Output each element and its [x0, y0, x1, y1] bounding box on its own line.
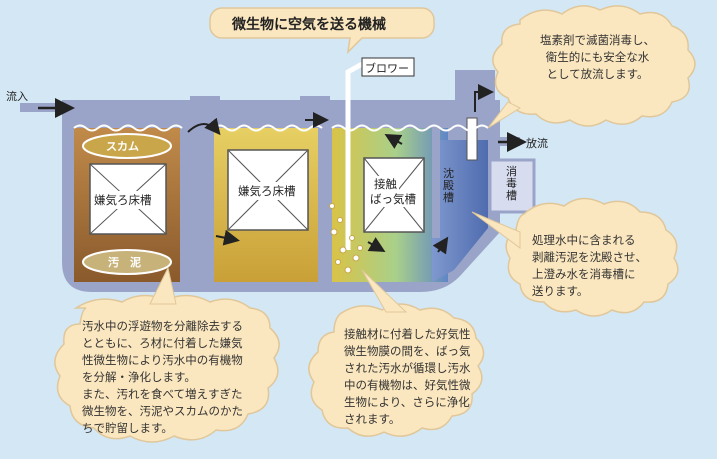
inflow-label: 流入 [6, 90, 28, 103]
air-bubbles [329, 203, 363, 274]
note-pointer-sedimentation [471, 211, 521, 249]
note-sedimentation: 処理水中に含まれる 剥離汚泥を沈殿させ、 上澄み水を消毒槽に 送ります。 [532, 233, 647, 298]
tank1-label: 嫌気ろ床槽 [92, 191, 154, 209]
flow-arrow-1 [187, 117, 221, 136]
flow-arrow-4 [367, 237, 386, 252]
note-cloud-chlorine [492, 5, 696, 127]
sludge-ellipse [82, 249, 172, 275]
tank3-label-line2: ばっ気槽 [368, 191, 418, 207]
scum-label: スカム [106, 140, 139, 153]
tank2-label: 嫌気ろ床槽 [236, 182, 298, 200]
disinfection-plate [466, 117, 478, 161]
note-pointer-anaerobic [149, 266, 177, 305]
wall-1 [180, 108, 190, 283]
disinfection-tank [488, 158, 536, 214]
flow-arrow-2 [215, 229, 240, 246]
note-cloud-anaerobic [54, 294, 280, 443]
wall-1b [202, 115, 212, 245]
note-anaerobic: 汚水中の浮遊物を分離除去する とともに、ろ材に付着した嫌気 性微生物により汚水中… [82, 319, 243, 435]
water-surface [73, 124, 489, 132]
note-pointer-chlorine [487, 101, 522, 129]
note-cloud-sedimentation [505, 197, 679, 317]
chamber-sed [432, 140, 488, 282]
blower-pipe [345, 61, 364, 250]
blower-label: ブロワー [365, 62, 409, 75]
flow-arrow-6 [432, 236, 449, 255]
title-bubble [209, 7, 435, 55]
wall-2 [318, 108, 332, 283]
sedimentation-label: 沈殿槽 [443, 167, 454, 204]
outflow-label: 放流 [526, 137, 548, 150]
sludge-label: 汚 泥 [108, 256, 141, 269]
scum-ellipse [82, 133, 172, 159]
note-pointer-aerobic [361, 269, 408, 313]
top-pipe-left [190, 96, 220, 114]
wall-sed [432, 128, 440, 238]
note-cloud-aerobic [308, 303, 485, 437]
flow-arrow-5 [384, 134, 403, 149]
flow-arrow-7 [474, 84, 494, 112]
blower-tag [361, 57, 415, 77]
note-chlorine: 塩素剤で滅菌消毒し、 衛生的にも安全な水 として放流します。 [540, 33, 655, 81]
disinfection-label: 消毒槽 [506, 165, 517, 202]
note-aerobic: 接触材に付着した好気性 微生物膜の間を、ばっ気 された汚水が循環し汚水 中の有機… [344, 327, 471, 426]
tank3-label-line1: 接触 [372, 176, 399, 192]
diagram-title: 微生物に空気を送る機械 [232, 17, 386, 33]
top-pipe-mid [300, 96, 330, 114]
